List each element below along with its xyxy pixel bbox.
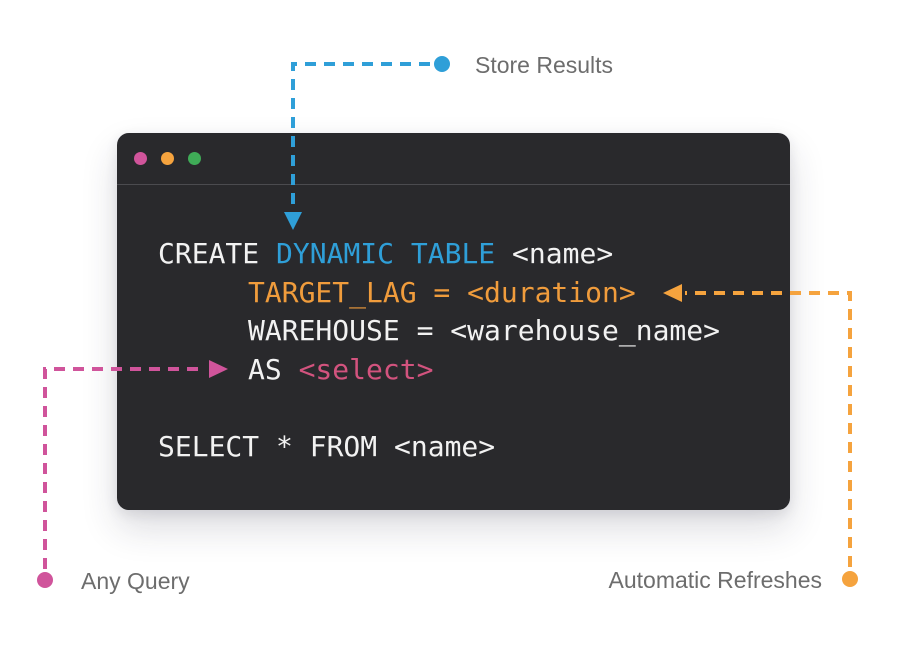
any-query-label: Any Query (81, 568, 190, 594)
code-token: <select> (298, 352, 434, 386)
code-line: CREATE DYNAMIC TABLE <name> (158, 235, 790, 274)
code-token: <name> (512, 237, 614, 270)
sql-code-block: CREATE DYNAMIC TABLE <name>TARGET_LAG = … (117, 185, 790, 466)
code-line (158, 389, 790, 428)
code-line: WAREHOUSE = <warehouse_name> (248, 312, 790, 351)
store-results-label: Store Results (475, 52, 614, 78)
any-query-endpoint-dot (37, 572, 53, 588)
code-token: TARGET_LAG = <duration> (248, 275, 636, 309)
code-token: SELECT * FROM <name> (158, 429, 496, 463)
window-titlebar (117, 133, 790, 185)
automatic-refreshes-endpoint-dot (842, 571, 858, 587)
window-close-button[interactable] (134, 152, 147, 165)
code-line: TARGET_LAG = <duration> (248, 274, 790, 313)
code-token: CREATE (158, 237, 277, 270)
window-minimize-button[interactable] (161, 152, 174, 165)
code-token: WAREHOUSE = <warehouse_name> (248, 314, 721, 347)
code-token: DYNAMIC TABLE (276, 237, 513, 270)
code-window: CREATE DYNAMIC TABLE <name>TARGET_LAG = … (117, 133, 790, 510)
code-line: SELECT * FROM <name> (158, 428, 790, 467)
store-results-endpoint-dot (434, 56, 450, 72)
window-zoom-button[interactable] (188, 152, 201, 165)
code-line: AS <select> (248, 351, 790, 390)
code-token: AS (248, 352, 299, 386)
automatic-refreshes-label: Automatic Refreshes (608, 567, 822, 593)
